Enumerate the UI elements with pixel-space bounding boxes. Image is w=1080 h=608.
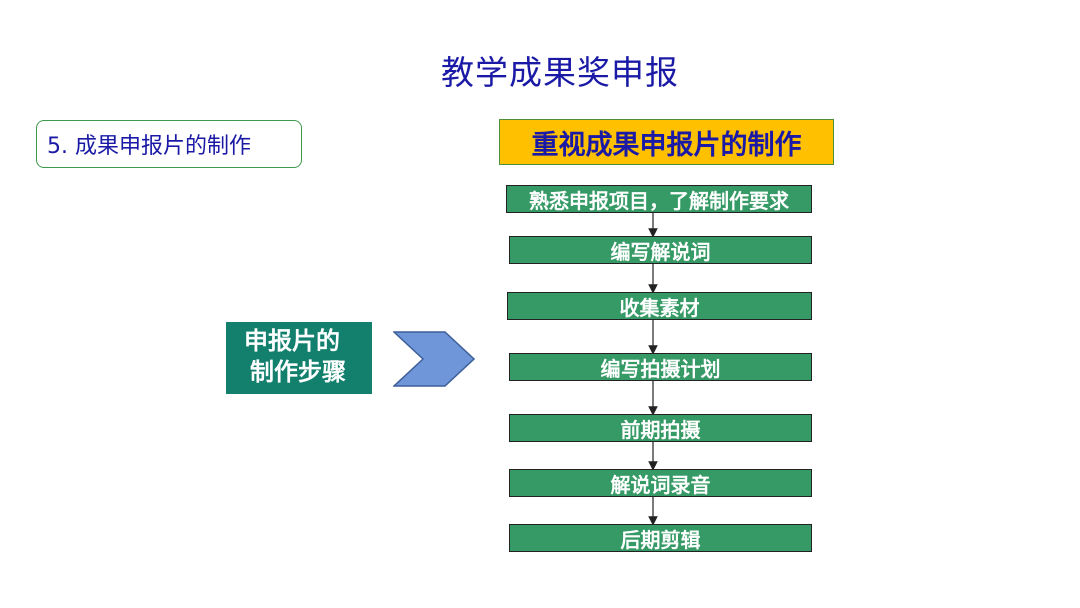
steps-label-line-2: 制作步骤	[250, 358, 346, 386]
flow-heading: 重视成果申报片的制作	[499, 119, 834, 165]
flow-step-1: 熟悉申报项目，了解制作要求	[506, 185, 812, 213]
flow-step-2: 编写解说词	[509, 236, 812, 264]
steps-label-line-1: 申报片的	[244, 327, 340, 355]
flow-step-5: 前期拍摄	[509, 414, 812, 442]
section-label: 5. 成果申报片的制作	[36, 120, 302, 168]
chevron-arrow-icon	[393, 331, 475, 387]
steps-label: 申报片的 制作步骤	[226, 322, 372, 394]
page-title: 教学成果奖申报	[441, 53, 679, 92]
flow-step-3: 收集素材	[507, 292, 812, 320]
flow-step-7: 后期剪辑	[509, 524, 812, 552]
flow-step-6: 解说词录音	[509, 469, 812, 497]
flow-step-4: 编写拍摄计划	[509, 353, 812, 381]
